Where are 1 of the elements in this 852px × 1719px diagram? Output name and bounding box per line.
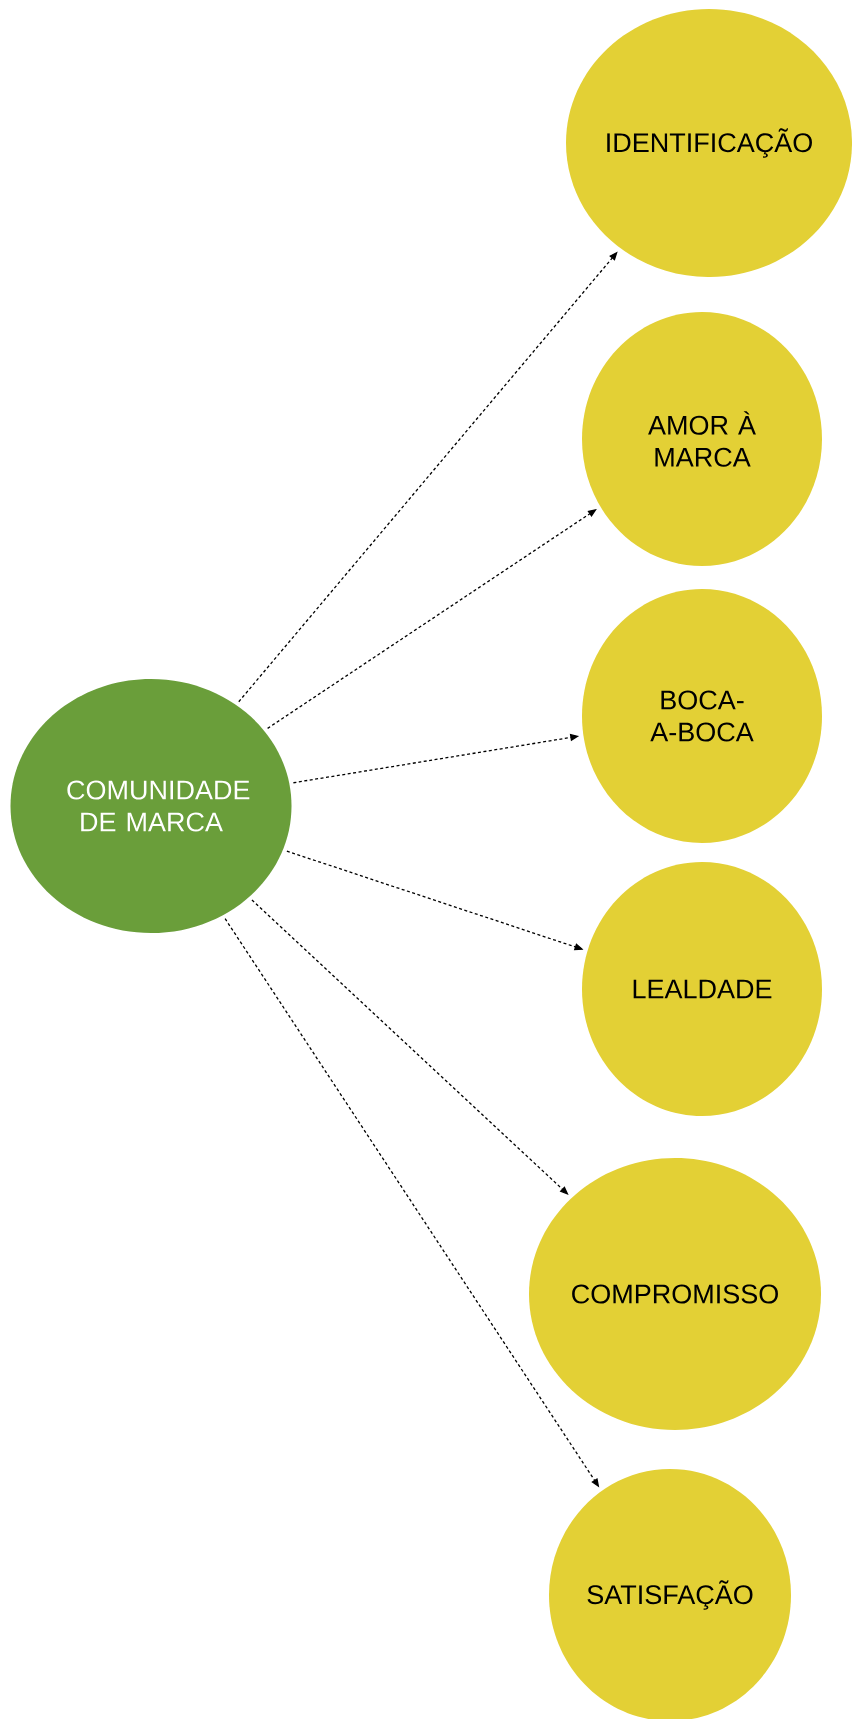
arrow — [266, 509, 597, 729]
